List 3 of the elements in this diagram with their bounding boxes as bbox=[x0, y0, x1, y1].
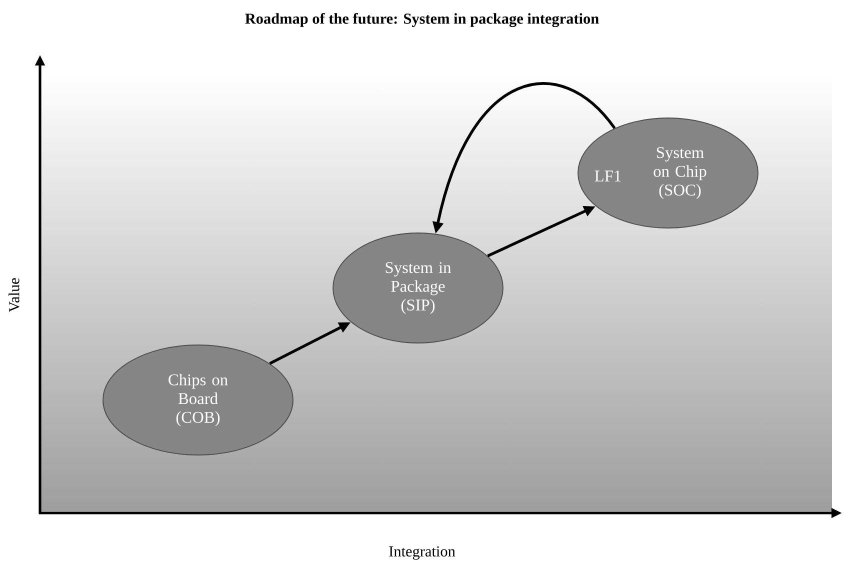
title: Roadmap of the future: System in package integration bbox=[245, 12, 599, 28]
axis-label: Integration bbox=[389, 546, 456, 560]
axis-label: Value bbox=[8, 278, 20, 312]
